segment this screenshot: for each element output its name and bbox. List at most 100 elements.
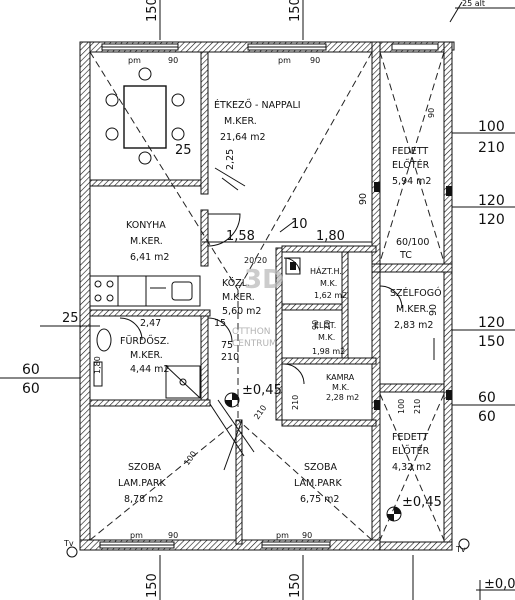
room-left-name: SZOBA [128, 462, 162, 473]
kitchen-floor: M.KER. [130, 236, 163, 247]
interior-dimensions: 1,58 1,80 60/100 TC 20/20 10 25 2,25 90 … [93, 108, 439, 467]
room-left-floor: LAM.PARK [118, 478, 166, 489]
room-entry: ELŐT. M.K. 1,98 m2 [312, 320, 345, 356]
bottom-left-pm: pm [130, 531, 143, 540]
room-terrace-bottom: FEDETT ELŐTÉR 4,32 m2 [392, 432, 431, 473]
dim-20: 20 [323, 320, 332, 330]
tv-right: Tv [455, 545, 466, 554]
bottom-windows: pm 90 pm 90 [99, 531, 331, 549]
bottom-right-90: 90 [302, 531, 312, 540]
room-hall: KÖZL. M.KER. 5,60 m2 [222, 278, 261, 317]
wind-area: 2,83 m2 [394, 320, 433, 331]
roof-lines [89, 51, 445, 541]
dim-right-210: 210 [478, 140, 505, 156]
bath-name: FÜRDŐSZ. [120, 336, 169, 347]
dim-60-100: 60/100 [396, 237, 429, 248]
room-right: SZOBA LAM.PARK 6,75 m2 [294, 462, 342, 505]
bathroom-fixtures [93, 317, 201, 399]
bottom-dimensions: 150 150 Tv ±0,0 [145, 538, 515, 600]
right-dimensions: 100 210 120 120 120 150 60 60 [374, 119, 515, 425]
room-dining: ÉTKEZŐ - NAPPALI M.KER. 21,64 m2 [214, 99, 301, 143]
level-045-left: ±0,45 [242, 383, 282, 398]
pantry-floor: M.K. [332, 383, 349, 392]
entry-name: ELŐT. [314, 320, 336, 330]
room-right-area: 6,75 m2 [300, 494, 339, 505]
terrace-bottom-name: FEDETT [392, 432, 428, 443]
pantry-name: KAMRA [326, 373, 355, 382]
dim-150-top-left: 150 [145, 0, 160, 22]
bottom-left-90: 90 [168, 531, 178, 540]
room-dining-area: 21,64 m2 [220, 132, 266, 143]
dim-20-20: 20/20 [244, 256, 267, 265]
kitchen-counter [89, 275, 201, 307]
top-dimensions: 150 150 25 alt [145, 0, 515, 51]
level-markers: ±0,45 ±0,45 [224, 338, 442, 522]
room-wind: SZÉLFOGÓ M.KER. 2,83 m2 [390, 287, 442, 331]
utility-name: HÁZT.H. [310, 265, 342, 276]
room-dining-name: ÉTKEZŐ - NAPPALI [214, 99, 301, 111]
dim-180: 1,80 [316, 229, 345, 244]
hall-area: 5,60 m2 [222, 306, 261, 317]
dim-90-e1: 90 [311, 320, 320, 330]
dim-100c: 100 [397, 399, 406, 414]
room-pantry: KAMRA M.K. 2,28 m2 [326, 373, 359, 402]
room-kitchen: KONYHA M.KER. 6,41 m2 [126, 220, 169, 263]
dim-15: 15 [214, 318, 226, 329]
dim-right-60b: 60 [478, 409, 496, 425]
hall-floor: M.KER. [222, 292, 255, 303]
dim-right-120c: 120 [478, 315, 505, 331]
dim-right-150: 150 [478, 334, 505, 350]
dim-tc: TC [399, 250, 412, 261]
tv-left: Tv [63, 539, 74, 548]
corner-label: 25 alt [462, 0, 485, 8]
room-left: SZOBA LAM.PARK 8,78 m2 [118, 462, 166, 505]
dim-180v: 1,80 [93, 356, 102, 374]
dim-150-bottom-right: 150 [288, 573, 303, 598]
bath-floor: M.KER. [130, 350, 163, 361]
watermark-logo: 3D OTTHON CENTRUM [232, 265, 284, 349]
dim-25: 25 [175, 143, 192, 158]
top-left-90: 90 [168, 56, 178, 65]
watermark-line2: CENTRUM [232, 339, 277, 349]
room-utility: HÁZT.H. M.K. 1,62 m2 [310, 265, 347, 300]
dim-right-100: 100 [478, 119, 505, 135]
terrace-top-name2: ELŐTÉR [392, 159, 430, 171]
room-terrace-top: FEDETT ELŐTÉR 5,94 m2 [392, 146, 431, 187]
interior-walls [89, 51, 381, 545]
utility-area: 1,62 m2 [314, 291, 347, 300]
watermark-3d: 3D [244, 265, 284, 295]
wind-floor: M.KER. [396, 304, 429, 315]
dim-210b: 210 [252, 403, 268, 421]
entry-area: 1,98 m2 [312, 347, 345, 356]
dim-100b: 100 [182, 449, 198, 467]
dim-10: 10 [291, 217, 308, 232]
room-left-area: 8,78 m2 [124, 494, 163, 505]
dim-right-120b: 120 [478, 212, 505, 228]
dim-left-60a: 60 [22, 362, 40, 378]
wind-name: SZÉLFOGÓ [390, 287, 442, 299]
dim-150-bottom-left: 150 [145, 573, 160, 598]
dim-left-60b: 60 [22, 381, 40, 397]
dim-right-60a: 60 [478, 390, 496, 406]
dim-225: 2,25 [225, 149, 236, 170]
top-right-pm: pm [278, 56, 291, 65]
dim-90-e2: 90 [427, 108, 436, 118]
bottom-right-pm: pm [276, 531, 289, 540]
dim-left-25: 25 [62, 311, 79, 326]
dim-right-120a: 120 [478, 193, 505, 209]
dim-210d: 210 [413, 399, 422, 414]
hall-name: KÖZL. [222, 278, 250, 289]
dining-table [105, 67, 185, 165]
watermark-line1: OTTHON [232, 327, 271, 337]
dim-bath-247: 2,47 [140, 318, 161, 329]
terrace-top-area: 5,94 m2 [392, 176, 431, 187]
top-right-90: 90 [310, 56, 320, 65]
utility-shaft [285, 257, 301, 275]
pantry-area: 2,28 m2 [326, 393, 359, 402]
kitchen-area: 6,41 m2 [130, 252, 169, 263]
room-right-name: SZOBA [304, 462, 338, 473]
room-bath: FÜRDŐSZ. M.KER. 4,44 m2 [120, 336, 169, 375]
terrace-bottom-name2: ELŐTÉR [392, 445, 430, 457]
bottom-corner-level: ±0,0 [484, 577, 515, 592]
